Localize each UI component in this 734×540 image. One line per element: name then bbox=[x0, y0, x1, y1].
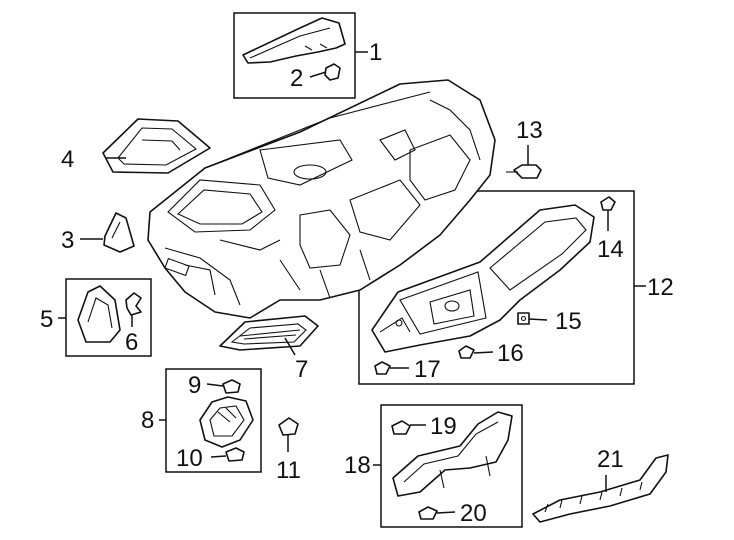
trim-part-5 bbox=[77, 285, 121, 343]
callout-8: 8 bbox=[141, 407, 154, 434]
group-box-1 bbox=[233, 12, 356, 99]
nut-part-15 bbox=[517, 312, 530, 325]
bracket-part-8 bbox=[199, 396, 254, 448]
callout-20: 20 bbox=[460, 500, 487, 527]
trim-panel-part-1 bbox=[242, 17, 346, 64]
callout-12: 12 bbox=[647, 274, 674, 301]
clip-part-17 bbox=[374, 361, 391, 375]
callout-5: 5 bbox=[40, 306, 53, 333]
leader-lines bbox=[58, 51, 646, 514]
callout-6: 6 bbox=[125, 329, 138, 356]
callout-21: 21 bbox=[597, 446, 624, 473]
callout-4: 4 bbox=[61, 146, 74, 173]
bracket-part-12 bbox=[371, 204, 595, 353]
instrument-panel-assembly bbox=[147, 79, 496, 319]
clip-part-20 bbox=[418, 506, 438, 520]
callout-7: 7 bbox=[295, 356, 308, 383]
clip-part-14 bbox=[600, 196, 616, 211]
screw-part-13 bbox=[506, 164, 542, 179]
bracket-part-18 bbox=[392, 411, 513, 497]
callout-11: 11 bbox=[276, 457, 301, 484]
callout-18: 18 bbox=[344, 452, 371, 479]
screw-part-11 bbox=[278, 417, 299, 452]
callout-15: 15 bbox=[555, 308, 582, 335]
vent-panel-part-7 bbox=[219, 315, 319, 351]
clip-part-2 bbox=[324, 63, 341, 81]
callouts: 1 2 3 4 5 6 7 8 9 10 11 12 13 14 15 16 1… bbox=[40, 39, 674, 527]
callout-10: 10 bbox=[176, 445, 203, 472]
callout-14: 14 bbox=[597, 236, 624, 263]
clip-part-16 bbox=[458, 345, 475, 359]
callout-2: 2 bbox=[290, 65, 303, 92]
callout-3: 3 bbox=[61, 227, 74, 254]
callout-13: 13 bbox=[516, 117, 543, 144]
group-box-18 bbox=[380, 404, 523, 528]
callout-19: 19 bbox=[430, 413, 457, 440]
clip-part-6 bbox=[125, 292, 142, 316]
callout-17: 17 bbox=[414, 356, 441, 383]
end-cap-part-3 bbox=[103, 212, 135, 253]
clip-part-9 bbox=[222, 379, 241, 394]
callout-1: 1 bbox=[369, 39, 382, 66]
callout-16: 16 bbox=[497, 340, 524, 367]
speaker-cover-part-4 bbox=[102, 118, 211, 174]
clip-part-19 bbox=[391, 420, 411, 435]
clip-part-10 bbox=[225, 447, 245, 462]
callout-9: 9 bbox=[188, 372, 201, 399]
strip-part-21 bbox=[532, 454, 669, 523]
